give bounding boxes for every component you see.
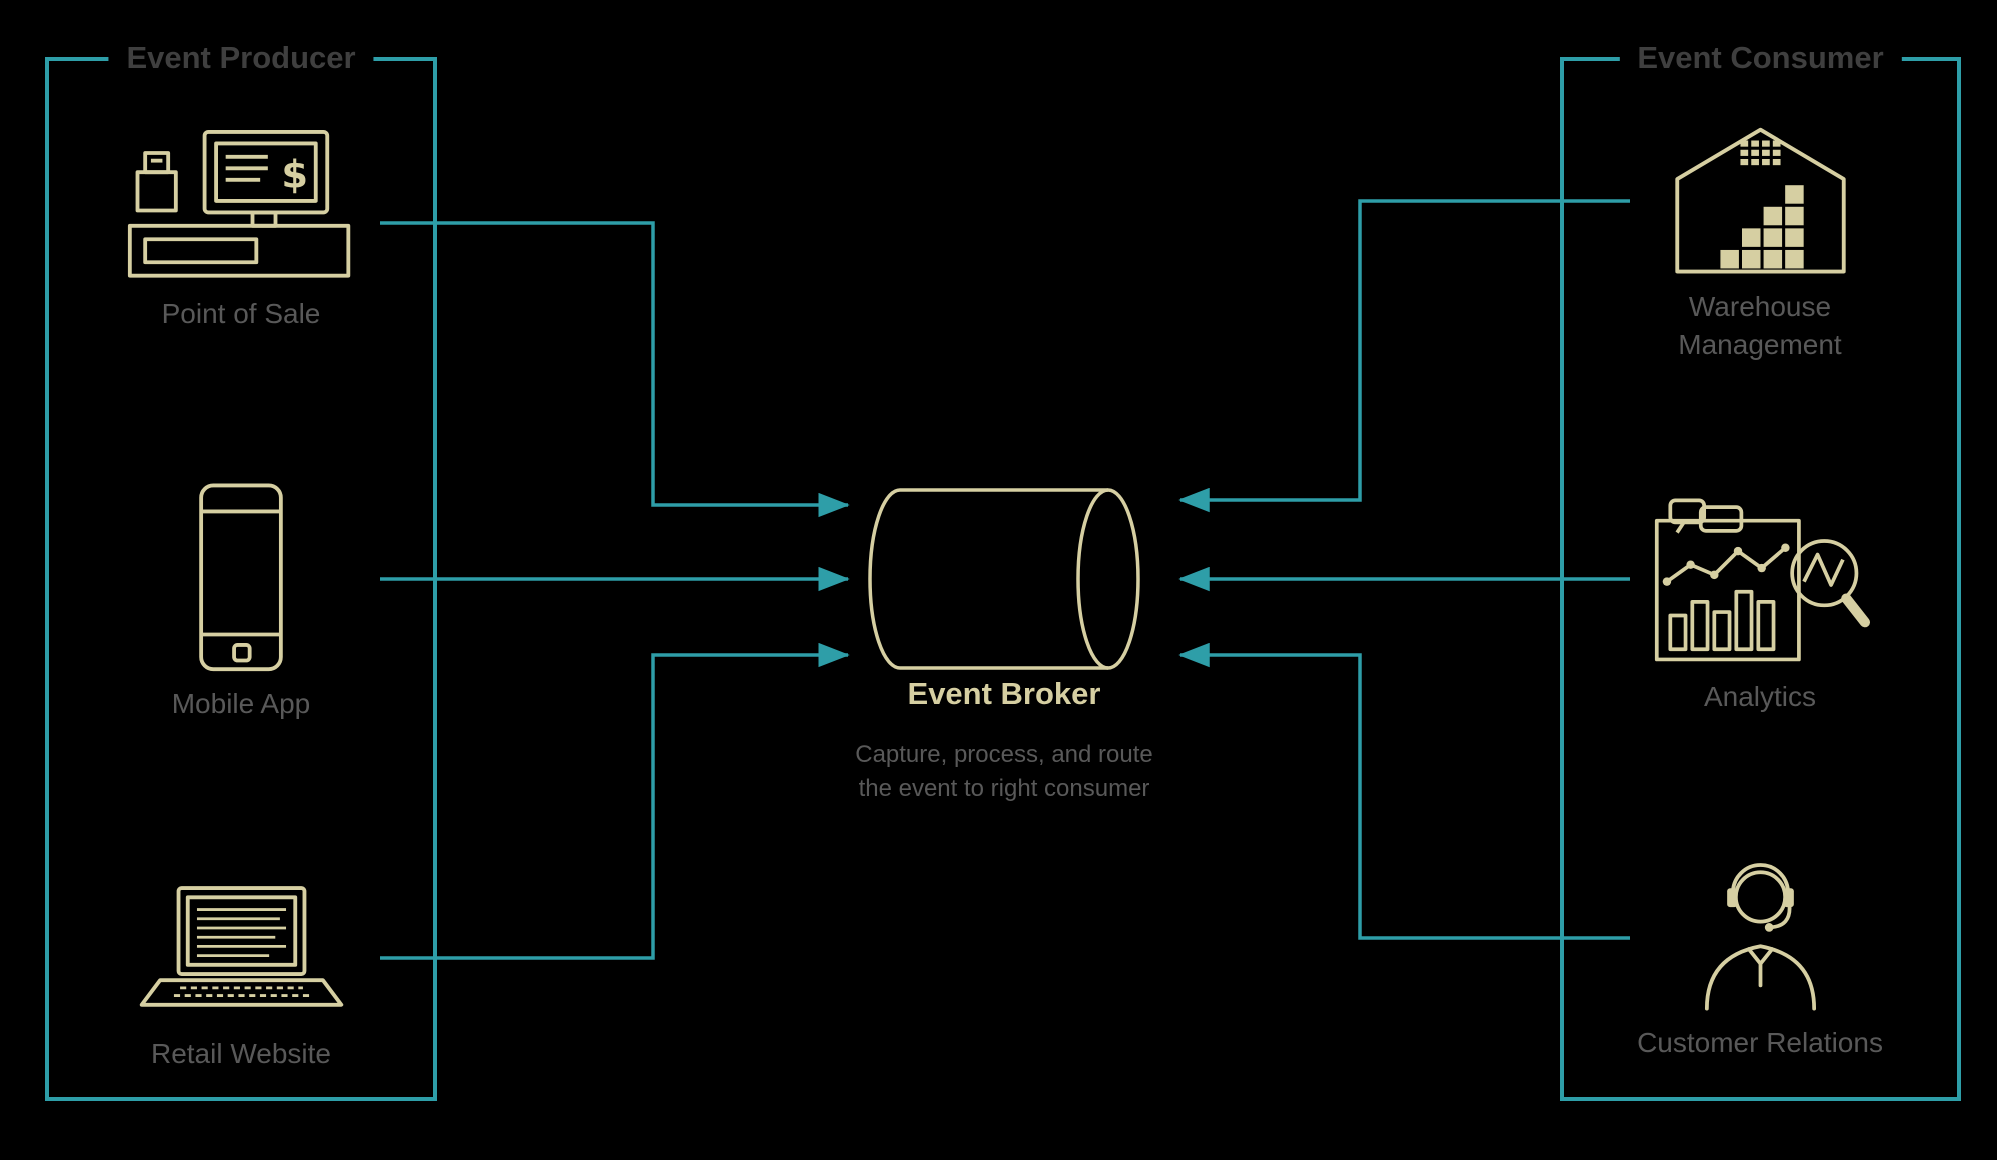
event-broker-subtitle-line2: the event to right consumer bbox=[858, 775, 1150, 802]
event-broker-subtitle-line1: Capture, process, and route bbox=[855, 741, 1153, 768]
smartphone-icon bbox=[199, 483, 283, 672]
cylinder-icon bbox=[868, 488, 1140, 670]
event-producer-title: Event Producer bbox=[108, 37, 374, 79]
node-label-warehouse-management: Warehouse Management bbox=[1678, 291, 1842, 361]
support-agent-icon bbox=[1704, 863, 1816, 1011]
node-label-customer-relations: Customer Relations bbox=[1637, 1026, 1883, 1058]
node-label-analytics: Analytics bbox=[1703, 681, 1817, 713]
node-label-retail-website: Retail Website bbox=[150, 1038, 331, 1070]
node-warehouse-management: Warehouse Management bbox=[1590, 122, 1930, 364]
dollar-glyph: $ bbox=[281, 152, 308, 197]
node-analytics: Analytics bbox=[1590, 497, 1930, 716]
event-broker-subtitle: Capture, process, and route the event to… bbox=[804, 738, 1204, 806]
node-customer-relations: Customer Relations bbox=[1590, 852, 1930, 1062]
node-point-of-sale: $ Point of Sale bbox=[91, 130, 391, 333]
node-label-point-of-sale: Point of Sale bbox=[161, 298, 321, 330]
node-mobile-app: Mobile App bbox=[91, 482, 391, 723]
arrow-website-to-broker bbox=[380, 642, 850, 960]
node-label-mobile-app: Mobile App bbox=[171, 687, 311, 719]
laptop-icon bbox=[139, 886, 343, 1007]
node-retail-website: Retail Website bbox=[91, 885, 391, 1073]
arrow-pos-to-broker bbox=[380, 221, 850, 518]
event-broker-title: Event Broker bbox=[907, 676, 1101, 711]
event-consumer-title: Event Consumer bbox=[1619, 37, 1902, 79]
cash-register-icon: $ bbox=[127, 130, 351, 278]
warehouse-icon bbox=[1674, 127, 1846, 274]
analytics-chart-icon bbox=[1654, 498, 1870, 662]
